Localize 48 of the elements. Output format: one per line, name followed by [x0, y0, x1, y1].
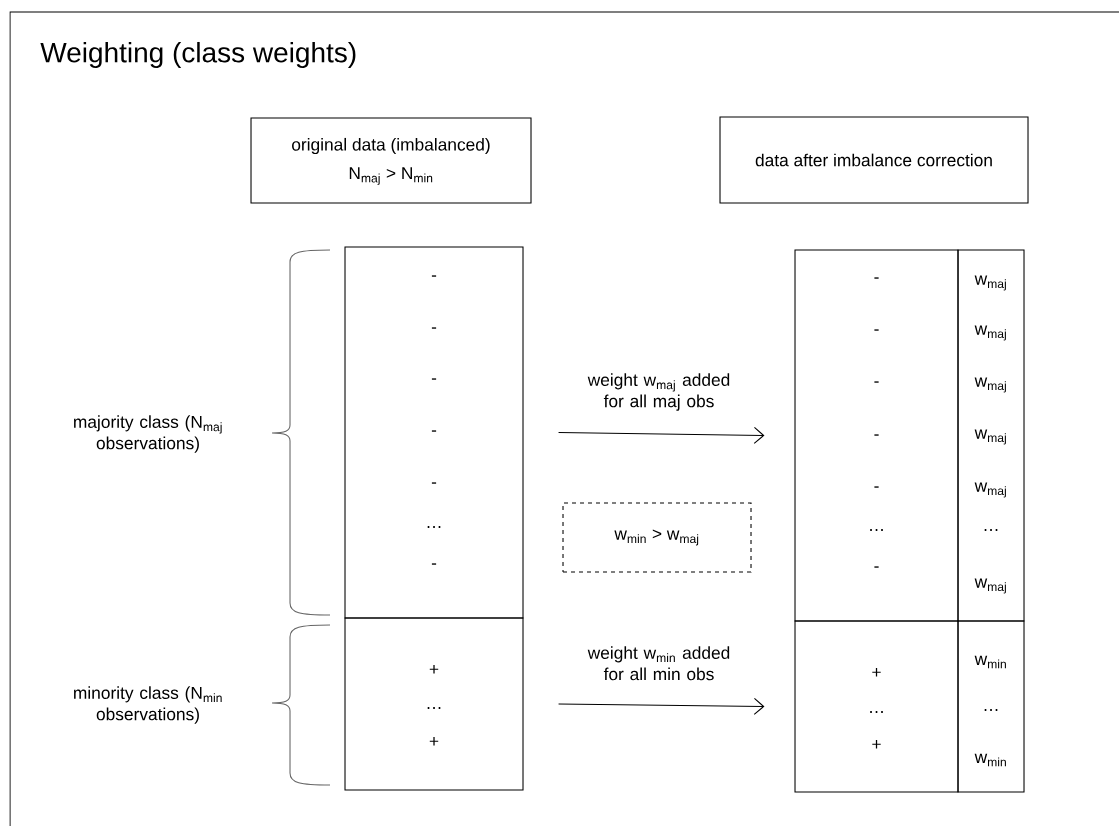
- weight-text: w$_{maj}$: [974, 377, 1006, 393]
- arrow: [558, 426, 765, 444]
- header-text: N$_{maj}$ > N$_{min}$: [349, 167, 433, 185]
- weight-text: w$_{maj}$: [974, 578, 1006, 594]
- table-cell: [957, 620, 1025, 793]
- class-sign: …: [870, 711, 883, 713]
- class-sign: +: [429, 737, 439, 746]
- weight-text: …: [984, 709, 998, 711]
- weight-text: w$_{min}$: [974, 655, 1006, 669]
- class-sign: …: [870, 529, 883, 531]
- weight-text: w$_{min}$: [974, 753, 1006, 767]
- class-sign: -: [431, 430, 437, 432]
- class-sign: +: [872, 668, 881, 677]
- header-box: data after imbalance correction: [719, 116, 1029, 204]
- class-sign: -: [874, 566, 879, 568]
- brace-label: minority class (N$_{min}$ observations): [74, 686, 222, 724]
- note-box: w$_{min}$ > w$_{maj}$: [562, 502, 752, 573]
- table-cell: [794, 249, 959, 622]
- weight-text: w$_{maj}$: [974, 482, 1006, 498]
- table-cell: [794, 620, 959, 793]
- weight-text: w$_{maj}$: [974, 429, 1006, 445]
- header-box: [250, 117, 532, 204]
- class-sign: +: [872, 740, 881, 749]
- weight-text: …: [984, 529, 998, 531]
- weight-text: w$_{maj}$: [974, 275, 1006, 291]
- class-sign: -: [874, 277, 879, 279]
- class-sign: …: [427, 707, 441, 709]
- arrow: [558, 697, 765, 715]
- class-sign: -: [874, 434, 879, 436]
- header-text: original data (imbalanced): [292, 137, 490, 155]
- class-sign: -: [431, 327, 437, 329]
- table-cell: [344, 617, 524, 791]
- edge-label: weight w$_{maj}$ added for all maj obs: [587, 373, 730, 411]
- weight-text: w$_{maj}$: [974, 325, 1006, 341]
- class-sign: -: [874, 486, 879, 488]
- table-cell: [957, 249, 1025, 622]
- class-sign: -: [431, 482, 437, 484]
- class-sign: -: [431, 378, 437, 380]
- class-sign: -: [874, 329, 879, 331]
- class-sign: -: [431, 563, 437, 565]
- class-sign: -: [874, 381, 879, 383]
- edge-label: weight w$_{min}$ added for all min obs: [587, 646, 730, 681]
- class-sign: …: [427, 526, 441, 528]
- brace-label: majority class (N$_{maj}$ observations): [74, 415, 222, 453]
- class-sign: +: [429, 665, 439, 674]
- title: Weighting (class weights): [40, 41, 356, 69]
- class-sign: -: [431, 275, 437, 277]
- table-cell: [344, 246, 524, 619]
